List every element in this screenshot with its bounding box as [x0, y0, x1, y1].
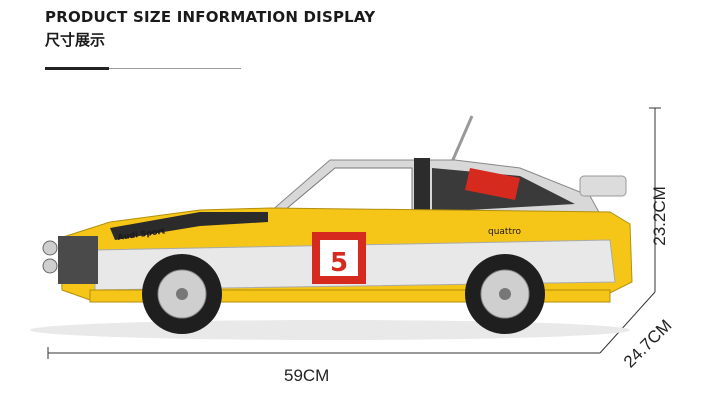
- antenna: [450, 115, 474, 163]
- front-grille: [58, 236, 98, 284]
- roof-stripe-red: [465, 168, 520, 200]
- length-label: 59CM: [284, 366, 330, 385]
- fog-light-lower: [42, 258, 58, 274]
- title-divider: [45, 68, 241, 69]
- b-pillar: [414, 158, 430, 218]
- ground-shadow: [30, 320, 630, 340]
- title-divider-accent: [45, 67, 109, 70]
- rear-spoiler: [579, 175, 627, 197]
- car-model: Audi Sport quattro 5: [42, 115, 633, 334]
- dimension-lines: [47, 107, 661, 359]
- front-wheel: [142, 254, 222, 334]
- depth-line: [599, 291, 656, 354]
- height-label: 23.2CM: [650, 186, 669, 246]
- fog-light-upper: [42, 240, 58, 256]
- hood-stripe: [110, 212, 268, 240]
- race-number-field: [320, 240, 358, 276]
- race-number: 5: [330, 248, 348, 278]
- decal-model: quattro: [488, 227, 521, 237]
- rear-wheel: [465, 254, 545, 334]
- page-subtitle: 尺寸展示: [45, 31, 106, 49]
- page-title: PRODUCT SIZE INFORMATION DISPLAY: [45, 8, 376, 26]
